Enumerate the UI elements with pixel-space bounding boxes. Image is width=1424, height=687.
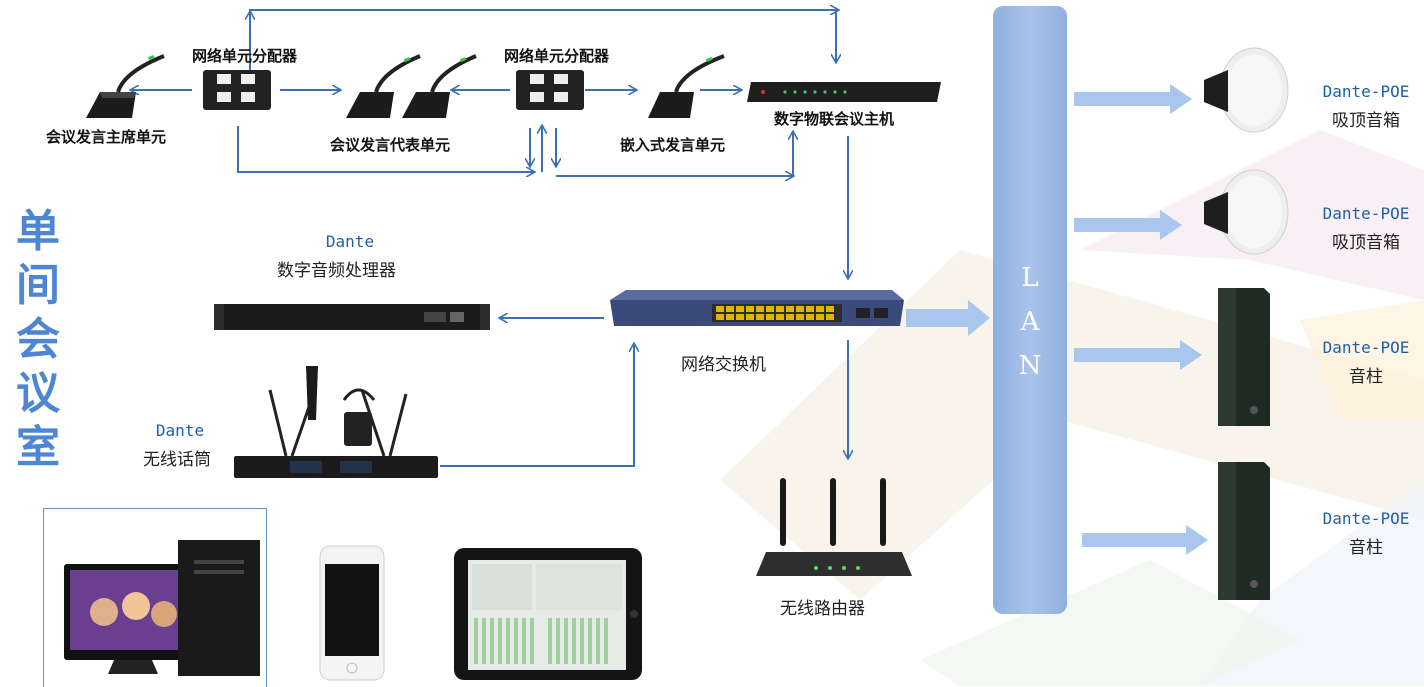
title-char: 单	[16, 206, 60, 257]
rack-processor-icon	[214, 304, 490, 330]
network-switch-icon	[610, 290, 904, 326]
speaker-type-label: Dante-POE	[1322, 204, 1410, 223]
arrow-lower-1	[237, 126, 534, 172]
splitter-left-label: 网络单元分配器	[192, 47, 298, 65]
title-char: 议	[16, 368, 60, 419]
ceiling-speaker-icon	[1204, 47, 1289, 133]
title-char: 间	[16, 260, 60, 311]
splitter-right-label: 网络单元分配器	[504, 47, 610, 65]
network-splitter-icon	[516, 70, 584, 110]
router-label: 无线路由器	[780, 599, 865, 619]
ceiling-speaker-icon	[1204, 169, 1289, 255]
vertical-title: 单 间 会 议 室	[12, 205, 64, 475]
wireless-microphone-receiver-icon	[234, 366, 438, 478]
mic-name-label: 无线话筒	[143, 450, 211, 470]
gooseneck-microphone-icon	[648, 54, 725, 118]
fat-arrow-speaker-1	[1074, 84, 1192, 114]
conference-host-icon	[747, 82, 941, 102]
lan-letter: A	[1020, 307, 1040, 337]
speaker-name-label: 吸顶音箱	[1332, 233, 1400, 253]
client-devices-box	[43, 508, 267, 687]
gooseneck-microphone-icon	[86, 54, 165, 118]
column-speaker-icon	[1218, 288, 1270, 426]
speaker-name-label: 吸顶音箱	[1332, 111, 1400, 131]
title-char: 会	[16, 314, 60, 365]
host-label: 数字物联会议主机	[774, 110, 895, 128]
lan-letter: N	[1018, 351, 1042, 381]
speaker-type-label: Dante-POE	[1322, 82, 1410, 101]
title-char: 室	[16, 422, 60, 473]
gooseneck-microphone-icon	[346, 54, 477, 118]
speaker-name-label: 音柱	[1349, 538, 1383, 558]
lan-label: L A N	[993, 256, 1067, 388]
network-splitter-icon	[203, 70, 271, 110]
dsp-brand-label: Dante	[325, 232, 375, 251]
delegate-unit-label: 会议发言代表单元	[330, 136, 451, 154]
arrow-mic-switch	[440, 344, 634, 467]
tablet-icon	[454, 548, 642, 680]
lan-bus: L A N	[993, 6, 1067, 614]
dsp-name-label: 数字音频处理器	[277, 261, 396, 281]
fat-arrow-speaker-2	[1074, 210, 1182, 240]
smartphone-icon	[319, 545, 385, 681]
switch-label: 网络交换机	[681, 355, 766, 375]
speaker-type-label: Dante-POE	[1322, 338, 1410, 357]
speaker-type-label: Dante-POE	[1322, 509, 1410, 528]
speaker-name-label: 音柱	[1349, 367, 1383, 387]
fat-arrow-speaker-3	[1074, 340, 1202, 370]
fat-arrow-switch-lan	[906, 300, 990, 336]
column-speaker-icon	[1218, 462, 1270, 600]
desktop-computer-icon	[64, 540, 260, 676]
embedded-unit-label: 嵌入式发言单元	[620, 136, 726, 154]
lan-letter: L	[1021, 263, 1039, 293]
wifi-router-icon	[756, 478, 912, 576]
mic-brand-label: Dante	[155, 421, 205, 440]
fat-arrow-speaker-4	[1082, 525, 1208, 555]
chairman-unit-label: 会议发言主席单元	[46, 128, 167, 146]
